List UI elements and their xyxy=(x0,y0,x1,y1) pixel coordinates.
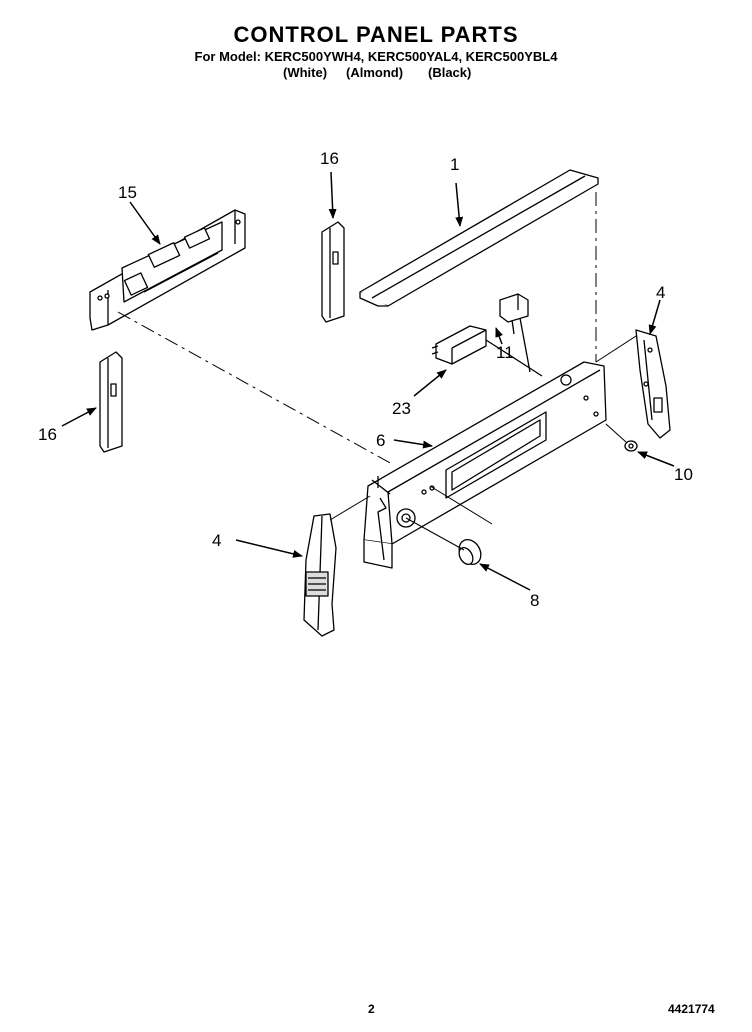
callout-16-left: 16 xyxy=(38,425,57,444)
part-4-end-cap-left xyxy=(303,513,337,637)
page-title: CONTROL PANEL PARTS xyxy=(233,22,519,47)
part-8-knob xyxy=(458,539,482,566)
color-black: (Black) xyxy=(428,65,472,80)
callout-23: 23 xyxy=(392,399,411,418)
model-numbers: For Model: KERC500YWH4, KERC500YAL4, KER… xyxy=(194,49,558,64)
part-10-nut xyxy=(624,440,638,452)
page-number: 2 xyxy=(368,1002,375,1016)
color-almond: (Almond) xyxy=(346,65,404,80)
part-15-control-board xyxy=(89,209,246,331)
callout-4-left: 4 xyxy=(212,531,221,550)
callout-10: 10 xyxy=(674,465,693,484)
part-16-side-trim-left xyxy=(99,351,123,453)
part-16-side-trim-top xyxy=(321,221,345,323)
guide-lines xyxy=(117,192,637,551)
part-23-thermostat xyxy=(431,325,543,377)
callout-16-top: 16 xyxy=(320,149,339,168)
part-1-trim-strip xyxy=(359,169,599,307)
callout-6: 6 xyxy=(376,431,385,450)
color-white: (White) xyxy=(283,65,328,80)
callout-leaders xyxy=(61,171,675,591)
part-4-end-cap-right xyxy=(635,329,671,439)
document-number: 4421774 xyxy=(668,1002,715,1016)
part-11-switch xyxy=(499,293,531,373)
callout-15: 15 xyxy=(118,183,137,202)
callout-8: 8 xyxy=(530,591,539,610)
part-6-control-panel xyxy=(363,361,607,569)
callout-4-right: 4 xyxy=(656,283,665,302)
callout-11: 11 xyxy=(496,343,514,362)
callout-1: 1 xyxy=(450,155,459,174)
